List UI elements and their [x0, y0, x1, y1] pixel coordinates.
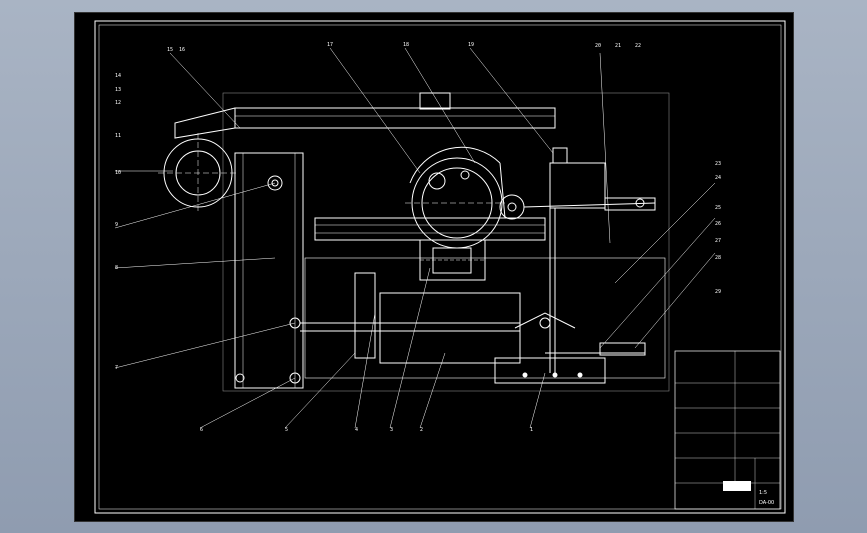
- work-table: [314, 217, 546, 241]
- title-block: [674, 350, 781, 510]
- title-block-scale: 1:5: [759, 490, 767, 496]
- part-number-12: 12: [115, 100, 121, 106]
- part-number-19: 19: [468, 42, 474, 48]
- part-number-11: 11: [115, 133, 121, 139]
- part-number-labels: 15 16 17 18 19 20 21 22 14 13 12 11 10 9…: [115, 42, 721, 433]
- base-frame: [304, 257, 666, 379]
- right-slot: [599, 342, 646, 356]
- left-column: [234, 152, 304, 389]
- right-tower: [549, 162, 606, 209]
- part-number-28: 28: [715, 255, 721, 261]
- top-beam: [234, 107, 556, 129]
- part-number-3: 3: [390, 427, 393, 433]
- part-number-9: 9: [115, 222, 118, 228]
- part-number-1: 1: [530, 427, 533, 433]
- top-bracket: [419, 92, 451, 110]
- frame-border: [94, 20, 786, 514]
- part-number-5: 5: [285, 427, 288, 433]
- wheel-guard: [409, 146, 501, 184]
- part-number-15: 15: [167, 47, 173, 53]
- part-number-29: 29: [715, 289, 721, 295]
- part-number-27: 27: [715, 238, 721, 244]
- part-number-2: 2: [420, 427, 423, 433]
- part-number-8: 8: [115, 265, 118, 271]
- drawing-sheet: 15 16 17 18 19 20 21 22 14 13 12 11 10 9…: [74, 12, 794, 522]
- frame-inner-border: [98, 24, 782, 510]
- part-number-18: 18: [403, 42, 409, 48]
- part-number-24: 24: [715, 175, 721, 181]
- part-number-16: 16: [179, 47, 185, 53]
- part-number-25: 25: [715, 205, 721, 211]
- view-boundary: [222, 92, 670, 392]
- part-number-23: 23: [715, 161, 721, 167]
- part-number-26: 26: [715, 221, 721, 227]
- part-number-4: 4: [355, 427, 358, 433]
- title-block-solid: [723, 481, 751, 491]
- part-number-13: 13: [115, 87, 121, 93]
- part-number-10: 10: [115, 170, 121, 176]
- part-number-6: 6: [200, 427, 203, 433]
- assembly-drawing: 15 16 17 18 19 20 21 22 14 13 12 11 10 9…: [94, 20, 786, 514]
- part-number-14: 14: [115, 73, 121, 79]
- lower-block: [379, 292, 521, 364]
- right-arm: [604, 197, 656, 211]
- title-block-drawing-code: DA-00: [759, 500, 774, 506]
- fan-sector: [514, 312, 576, 329]
- part-number-22: 22: [635, 43, 641, 49]
- part-number-20: 20: [595, 43, 601, 49]
- part-number-17: 17: [327, 42, 333, 48]
- part-number-7: 7: [115, 365, 118, 371]
- left-pin-upper: [267, 175, 283, 191]
- bottom-right-plate: [494, 357, 606, 384]
- part-number-21: 21: [615, 43, 621, 49]
- beam-end: [174, 107, 236, 139]
